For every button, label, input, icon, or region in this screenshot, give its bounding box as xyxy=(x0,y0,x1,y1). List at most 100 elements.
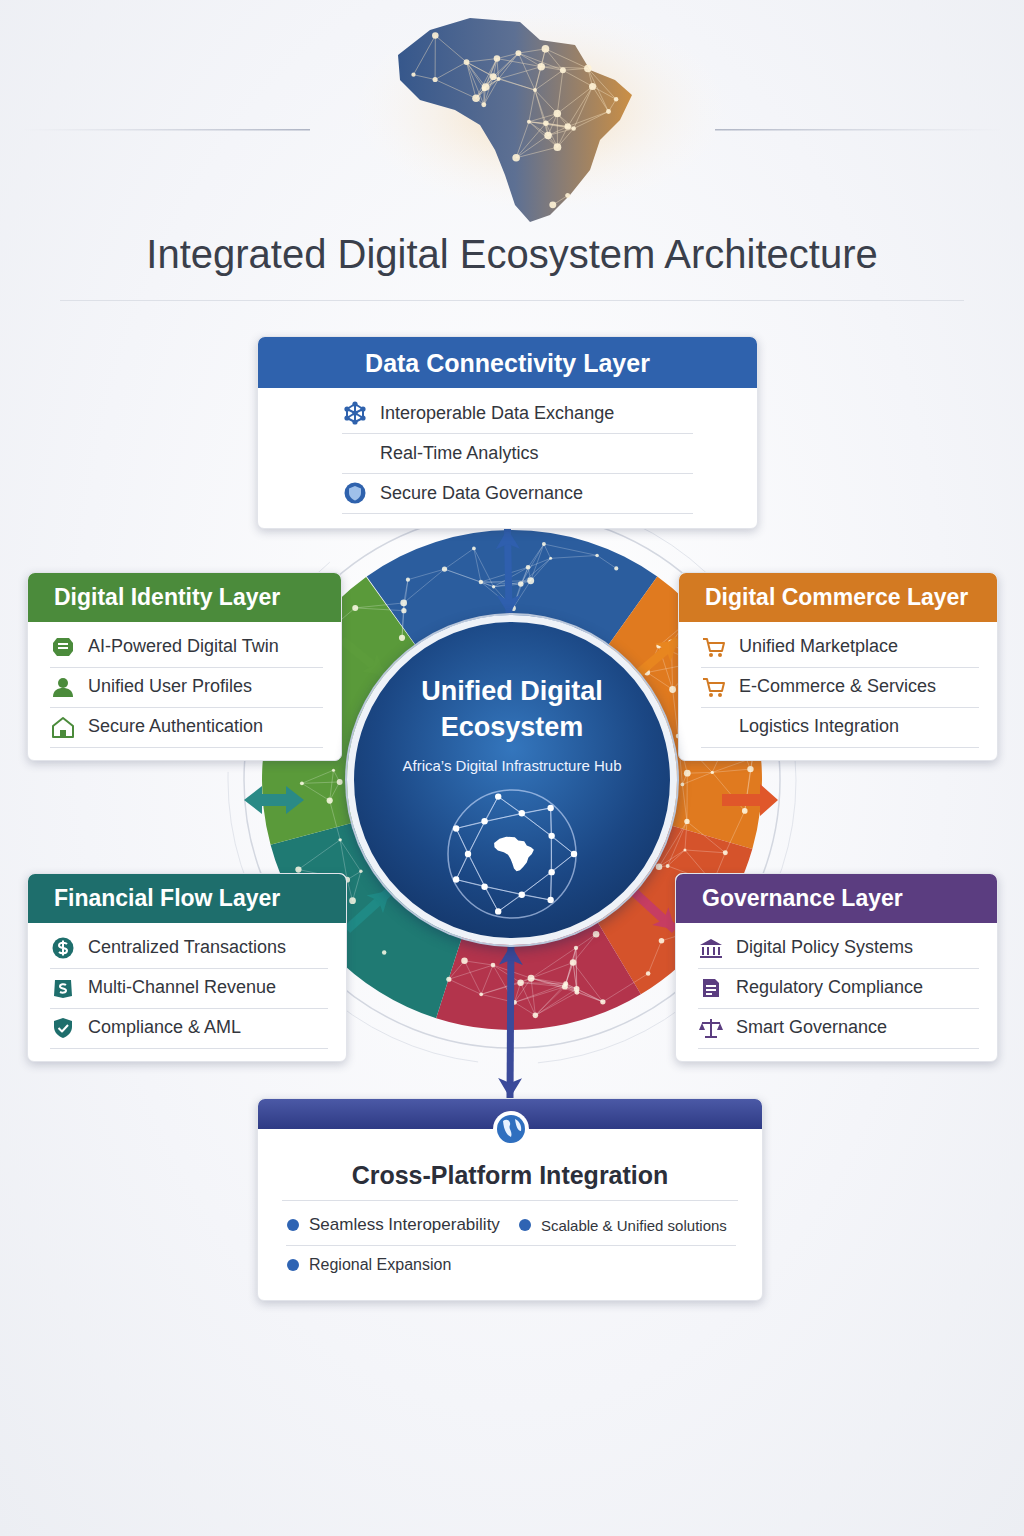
bullet-row: Seamless InteroperabilityScalable & Unif… xyxy=(286,1205,736,1246)
network-link xyxy=(464,961,481,995)
network-dot xyxy=(527,120,531,124)
icon-slot xyxy=(698,936,724,960)
network-link xyxy=(302,770,334,783)
network-dot xyxy=(659,938,665,944)
icon-wheel xyxy=(709,653,713,657)
globe-node xyxy=(547,897,553,903)
layer-item: Centralized Transactions xyxy=(50,929,328,969)
layer-body: AI-Powered Digital TwinUnified User Prof… xyxy=(28,622,341,760)
layer-item: Logistics Integration xyxy=(701,708,979,748)
network-dot xyxy=(472,94,480,102)
network-dot xyxy=(400,600,407,607)
layer-title: Digital Commerce Layer xyxy=(705,584,968,610)
network-link xyxy=(516,147,557,158)
network-link xyxy=(531,544,544,581)
network-link xyxy=(576,934,596,948)
network-link xyxy=(545,49,562,70)
icon-slot xyxy=(342,401,368,425)
icon-slot xyxy=(50,936,76,960)
network-link xyxy=(531,978,577,989)
network-dot xyxy=(349,897,356,904)
network-dot xyxy=(494,55,500,61)
network-link xyxy=(682,784,687,821)
layer-header: Governance Layer xyxy=(676,874,997,923)
icon-slot xyxy=(50,1016,76,1040)
icon-slot xyxy=(50,715,76,739)
network-link xyxy=(545,49,587,69)
network-dot xyxy=(614,566,618,570)
layer-title: Data Connectivity Layer xyxy=(365,349,650,377)
network-link xyxy=(648,941,661,974)
icon-stroke xyxy=(349,486,361,501)
item-icon xyxy=(698,976,724,1000)
network-dot xyxy=(554,110,562,118)
network-link xyxy=(413,75,435,80)
item-icon xyxy=(701,635,727,659)
network-link xyxy=(513,567,528,608)
network-link xyxy=(535,987,565,1016)
network-link xyxy=(521,983,565,987)
network-dot xyxy=(593,931,600,938)
item-text: AI-Powered Digital Twin xyxy=(88,635,279,658)
network-link xyxy=(535,90,546,123)
connector-arrow xyxy=(508,529,510,615)
layer-item: Interoperable Data Exchange xyxy=(342,394,693,434)
icon-stroke xyxy=(700,956,722,958)
network-link xyxy=(563,70,593,86)
network-link xyxy=(493,53,518,77)
item-text: Real-Time Analytics xyxy=(380,442,538,465)
network-link xyxy=(647,672,673,689)
network-link xyxy=(518,49,545,53)
bullet-dot-fill xyxy=(287,1259,299,1271)
network-link xyxy=(514,978,531,1002)
diagram-title: Integrated Digital Ecosystem Architectur… xyxy=(0,232,1024,277)
globe-node xyxy=(495,793,501,799)
network-dot xyxy=(528,975,535,982)
network-link xyxy=(548,129,574,136)
item-text: Secure Data Governance xyxy=(380,482,583,505)
icon-globe xyxy=(497,1115,525,1143)
icon-wheel xyxy=(709,693,713,697)
network-link xyxy=(557,114,558,148)
network-link xyxy=(298,840,340,870)
network-link xyxy=(568,86,593,126)
network-link xyxy=(467,62,484,105)
item-text: Centralized Transactions xyxy=(88,936,286,959)
network-dot xyxy=(543,121,548,126)
network-dot xyxy=(327,798,333,804)
network-link xyxy=(535,992,577,1015)
network-dot xyxy=(490,73,497,80)
network-link xyxy=(481,582,521,584)
divider-line xyxy=(60,300,964,301)
network-dot xyxy=(352,605,358,611)
network-link xyxy=(597,555,616,568)
item-text: Interoperable Data Exchange xyxy=(380,402,614,425)
icon-stroke xyxy=(58,644,68,648)
map-network xyxy=(411,32,618,208)
globe-node xyxy=(453,825,459,831)
network-dot xyxy=(491,963,496,968)
network-dot xyxy=(482,86,487,91)
icon-slot xyxy=(342,441,368,465)
icon-stroke xyxy=(60,730,66,737)
item-text: Logistics Integration xyxy=(739,715,899,738)
layer-header: Data Connectivity Layer xyxy=(258,337,757,388)
network-link xyxy=(531,978,577,992)
icon-slot xyxy=(698,976,724,1000)
network-link xyxy=(404,569,445,603)
icon-stroke xyxy=(703,679,724,691)
network-dot xyxy=(300,781,304,785)
network-dot xyxy=(533,88,537,92)
icon-stroke xyxy=(59,940,67,955)
globe-outline xyxy=(448,790,576,918)
globe-node xyxy=(465,851,471,857)
icon-slot xyxy=(342,481,368,505)
network-dot xyxy=(338,838,341,841)
network-dot xyxy=(432,32,439,39)
network-dot xyxy=(542,45,550,53)
bullet-text: Seamless Interoperability xyxy=(309,1213,500,1237)
side-double-arrow xyxy=(244,786,304,814)
network-link xyxy=(435,36,466,63)
network-dot xyxy=(482,83,490,91)
